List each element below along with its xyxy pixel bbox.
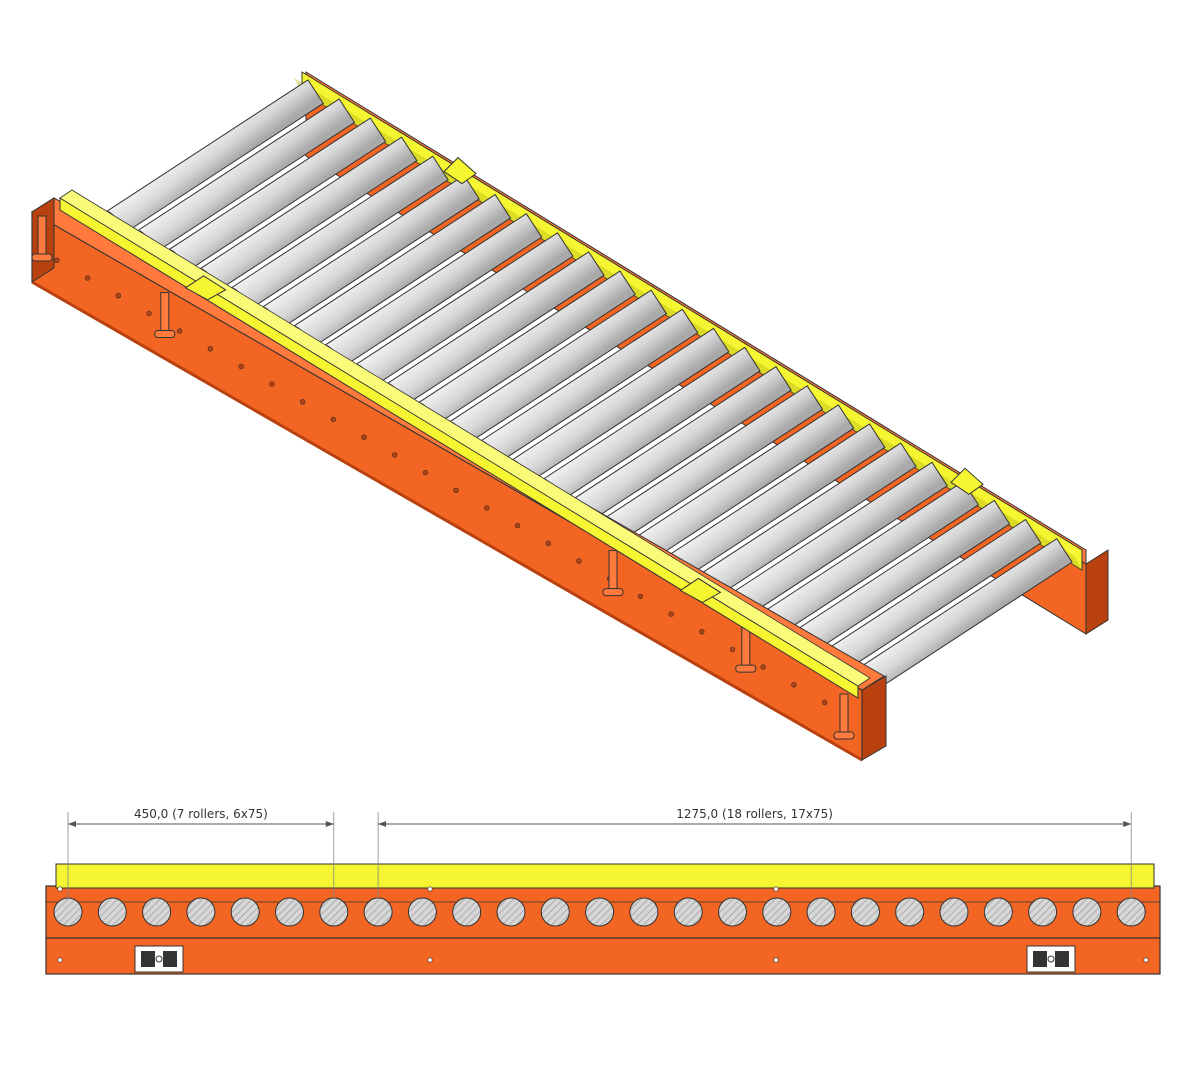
- dimension-arrow: [378, 821, 387, 827]
- side-roller: [230, 897, 260, 927]
- frame-hole: [453, 487, 459, 493]
- frame-hole: [422, 469, 429, 476]
- side-roller: [939, 897, 969, 927]
- side-roller: [629, 897, 659, 927]
- side-guide-rail: [55, 863, 1155, 889]
- guide-clamp: [443, 156, 477, 185]
- frame-hole: [361, 434, 367, 440]
- side-roller: [142, 897, 172, 927]
- dimension-arrow: [68, 821, 76, 827]
- side-view: 450,0 (7 rollers, 6x75) 1275,0 (18 roller…: [45, 807, 1161, 975]
- dimension-label-first-section: 450,0 (7 rollers, 6x75): [134, 807, 268, 821]
- frame-hole: [576, 558, 582, 564]
- side-roller: [850, 897, 880, 927]
- dimension-arrow: [325, 821, 334, 827]
- side-roller: [1072, 897, 1102, 927]
- side-frame-hole: [773, 886, 779, 892]
- frame-hole: [668, 611, 674, 617]
- frame-hole: [484, 505, 490, 511]
- bracket-foot: [154, 330, 176, 338]
- guide-clamp: [950, 467, 984, 495]
- side-frame-hole: [57, 957, 63, 963]
- frame-hole: [330, 416, 336, 423]
- frame-hole: [392, 452, 398, 458]
- frame-hole: [207, 346, 214, 352]
- side-roller: [762, 897, 792, 927]
- frame-hole: [699, 628, 705, 635]
- side-frame-hole: [1143, 957, 1149, 963]
- front-guide-rail-top: [59, 189, 871, 687]
- guide-bracket: [741, 626, 751, 668]
- front-rail-end: [861, 675, 887, 761]
- frame-hole: [637, 593, 644, 600]
- frame-hole: [760, 664, 766, 670]
- frame-hole: [514, 522, 521, 529]
- side-frame-hole: [427, 886, 433, 892]
- side-roller: [806, 897, 836, 927]
- side-frame-hole: [57, 886, 63, 892]
- profile-slot: [1055, 951, 1069, 967]
- bracket-foot: [31, 253, 53, 262]
- frame-hole: [84, 275, 91, 281]
- frame-hole: [729, 646, 736, 653]
- aluminium-profile-icon: [134, 945, 184, 973]
- guide-clamp: [184, 275, 227, 301]
- side-frame-lower: [45, 937, 1161, 975]
- side-frame-hole: [427, 957, 433, 963]
- dimension-arrow: [1123, 821, 1132, 827]
- side-roller: [97, 897, 127, 927]
- guide-bracket: [37, 215, 47, 257]
- side-roller: [1116, 897, 1146, 927]
- side-roller: [407, 897, 437, 927]
- isometric-view: [31, 71, 1109, 762]
- guide-bracket: [608, 550, 618, 592]
- profile-slot: [163, 951, 177, 967]
- bracket-foot: [735, 664, 757, 673]
- side-roller: [363, 897, 393, 927]
- side-roller: [53, 897, 83, 927]
- side-roller: [895, 897, 925, 927]
- back-rail-end: [1085, 549, 1109, 635]
- side-roller: [186, 897, 216, 927]
- side-roller: [1028, 897, 1058, 927]
- frame-hole: [177, 328, 183, 334]
- frame-hole: [146, 310, 152, 317]
- side-frame-hole: [773, 957, 779, 963]
- side-roller: [585, 897, 615, 927]
- frame-hole: [115, 293, 122, 299]
- profile-slot: [1033, 951, 1047, 967]
- side-roller: [718, 897, 747, 927]
- bracket-foot: [833, 731, 855, 740]
- side-roller: [496, 897, 526, 927]
- profile-core: [155, 955, 163, 963]
- profile-core: [1047, 955, 1055, 963]
- front-rail-bottom-edge: [31, 280, 863, 762]
- dimension-label-second-section: 1275,0 (18 rollers, 17x75): [676, 807, 833, 821]
- side-roller: [673, 897, 703, 927]
- side-roller: [275, 897, 304, 927]
- guide-clamp: [679, 577, 722, 603]
- frame-hole: [299, 399, 306, 405]
- frame-hole: [238, 363, 244, 370]
- profile-slot: [141, 951, 155, 967]
- bracket-foot: [602, 588, 624, 597]
- frame-hole: [269, 381, 275, 387]
- frame-hole: [545, 540, 551, 546]
- guide-bracket: [160, 292, 170, 333]
- side-roller: [983, 897, 1013, 927]
- side-roller: [540, 897, 570, 927]
- aluminium-profile-icon: [1026, 945, 1076, 973]
- frame-hole: [54, 257, 60, 263]
- side-roller: [319, 897, 349, 927]
- side-roller: [452, 897, 482, 927]
- frame-hole: [821, 699, 828, 706]
- frame-hole: [791, 682, 797, 688]
- guide-bracket: [839, 693, 849, 735]
